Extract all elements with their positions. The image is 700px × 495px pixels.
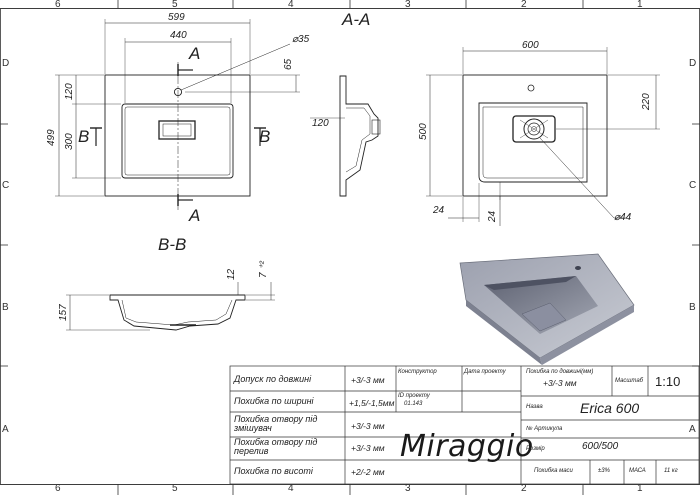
product-name: Erica 600 — [580, 400, 640, 416]
zone-left-a: A — [2, 424, 9, 435]
article-label: № Артикула — [526, 426, 563, 432]
dim-height-220: 220 — [641, 93, 652, 110]
zone-bottom-1: 1 — [637, 483, 643, 494]
zone-top-5: 5 — [172, 0, 178, 10]
tolerance-row-value: +1,5/-1,5мм — [349, 398, 395, 408]
dim-height-300: 300 — [64, 133, 75, 150]
dim-drain-44: ⌀44 — [614, 212, 632, 223]
zone-right-b: B — [689, 302, 696, 313]
mass-label: МАСА — [629, 468, 646, 474]
dim-width-600: 600 — [522, 40, 539, 51]
section-bb — [66, 282, 275, 331]
dim-depth-157: 157 — [58, 304, 69, 321]
zone-left-b: B — [2, 302, 9, 313]
tolerance-row-label: Похибка отвору під змішувач — [234, 414, 318, 433]
zone-right-c: C — [689, 180, 697, 191]
dim-offset-65: 65 — [283, 58, 294, 70]
tolerance-row-value: +3/-3 мм — [351, 443, 385, 453]
scale-label: Масштаб — [615, 378, 644, 384]
project-date-label: Дата проекту — [464, 369, 506, 375]
zone-left-c: C — [2, 180, 10, 191]
tolerance-row-value: +2/-2 мм — [351, 467, 385, 477]
dim-rim-12: 12 — [226, 268, 237, 280]
size-value: 600/500 — [582, 441, 619, 452]
dim-height-499: 499 — [46, 129, 57, 146]
project-id-value: 01.143 — [404, 401, 423, 407]
scale-value: 1:10 — [655, 374, 681, 389]
section-a-bottom-marker: A — [189, 206, 201, 225]
dim-rim-7: 7 ⁺² — [258, 261, 269, 278]
section-b-right-marker: B — [259, 127, 271, 146]
section-b-left-marker: B — [78, 127, 90, 146]
brand-logo: Miraggio — [400, 429, 534, 464]
tolerance-row-label: Похибка по ширині — [234, 396, 314, 406]
dim-margin-24-h: 24 — [433, 205, 445, 216]
project-id-label: ID проекту — [398, 393, 430, 399]
zone-bottom-3: 3 — [405, 483, 411, 494]
zone-right-d: D — [689, 58, 697, 69]
zone-top-2: 2 — [521, 0, 527, 10]
dim-hole-35: ⌀35 — [292, 34, 310, 45]
zone-bottom-4: 4 — [288, 483, 294, 494]
section-a-top-marker: A — [189, 44, 201, 63]
mass-tolerance-value: ±3% — [598, 468, 610, 474]
zone-bottom-5: 5 — [172, 483, 178, 494]
zone-bottom-6: 6 — [55, 483, 61, 494]
dim-margin-24-v: 24 — [487, 210, 498, 222]
tolerance-row-label: Похибка по висоті — [234, 466, 313, 476]
mass-value: 11 кг — [664, 468, 678, 474]
product-name-label: Назва — [526, 404, 543, 410]
side-view-aa — [310, 75, 381, 197]
mass-tolerance-label: Похибка маси — [534, 468, 573, 474]
section-bb-label: B-B — [158, 235, 187, 254]
section-aa-label: A-A — [342, 10, 371, 29]
sink-3d-render — [459, 253, 635, 365]
zone-top-3: 3 — [405, 0, 411, 10]
zone-top-1: 1 — [637, 0, 643, 10]
tolerance-row-label: Похибка отвору під перелив — [234, 437, 318, 456]
zone-bottom-2: 2 — [521, 483, 527, 494]
dim-height-500: 500 — [418, 123, 429, 140]
size-label: Розмір — [526, 446, 545, 452]
zone-top-4: 4 — [288, 0, 294, 10]
dim-height-120: 120 — [64, 83, 75, 100]
length-tolerance-value: +3/-3 мм — [543, 378, 577, 388]
constructor-label: Конструктор — [398, 369, 437, 375]
top-view — [55, 19, 300, 212]
zone-left-d: D — [2, 58, 10, 69]
zone-right-a: A — [689, 424, 696, 435]
dim-width-599: 599 — [168, 12, 185, 23]
tolerance-row-label: Допуск по довжині — [234, 374, 312, 384]
tolerance-row-value: +3/-3 мм — [351, 375, 385, 385]
tolerance-row-value: +3/-3 мм — [351, 421, 385, 431]
bottom-view — [426, 47, 660, 226]
title-block-grid — [229, 365, 700, 485]
dim-side-120: 120 — [312, 118, 329, 129]
zone-top-6: 6 — [55, 0, 61, 10]
dim-width-440: 440 — [170, 30, 187, 41]
length-tolerance-label: Похибка по довжині(мм) — [526, 369, 594, 375]
